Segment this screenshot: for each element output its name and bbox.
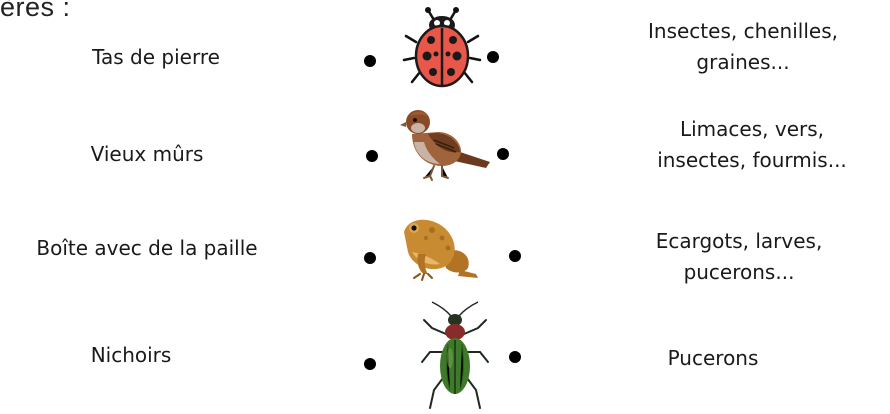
right-match-dot-1[interactable] (487, 51, 499, 63)
left-match-dot-1[interactable] (364, 55, 376, 67)
place-label-stone-pile: Tas de pierre (92, 45, 220, 69)
ground-beetle-icon (421, 301, 489, 409)
left-match-dot-2[interactable] (366, 150, 378, 162)
left-match-dot-4[interactable] (364, 358, 376, 370)
food-line: Insectes, chenilles, (648, 19, 838, 43)
place-label-nest-boxes: Nichoirs (90, 343, 172, 367)
right-match-dot-4[interactable] (509, 351, 521, 363)
food-label-ladybug: Insectes, chenilles, graines... (648, 16, 838, 78)
place-label-straw-box: Boîte avec de la paille (36, 236, 258, 260)
right-match-dot-3[interactable] (509, 250, 521, 262)
ladybug-icon (402, 7, 482, 88)
food-line: Limaces, vers, (679, 117, 824, 141)
food-line: pucerons... (683, 260, 795, 284)
worksheet-heading-fragment: ères : (0, 0, 71, 22)
food-line: Ecargots, larves, (655, 229, 823, 253)
food-label-beetle: Pucerons (668, 343, 759, 374)
food-label-sparrow: Limaces, vers, insectes, fourmis... (657, 114, 847, 176)
right-match-dot-2[interactable] (497, 148, 509, 160)
food-line: insectes, fourmis... (657, 148, 847, 172)
food-line: graines... (696, 50, 790, 74)
toad-icon (404, 219, 478, 281)
food-label-toad: Ecargots, larves, pucerons... (656, 226, 823, 288)
left-match-dot-3[interactable] (364, 252, 376, 264)
sparrow-icon (400, 110, 490, 181)
food-line: Pucerons (667, 346, 759, 370)
place-label-old-walls: Vieux mûrs (90, 142, 204, 166)
